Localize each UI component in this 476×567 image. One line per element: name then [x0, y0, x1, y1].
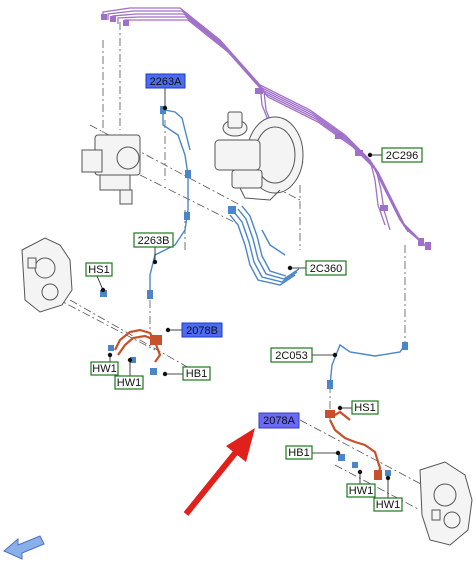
svg-text:HW1: HW1: [376, 499, 400, 511]
svg-text:HS1: HS1: [88, 264, 109, 276]
svg-text:HW1: HW1: [349, 485, 373, 497]
svg-text:2078A: 2078A: [263, 415, 295, 427]
callout-hw1-right-a[interactable]: HW1: [346, 483, 376, 498]
svg-text:2263A: 2263A: [150, 76, 182, 88]
callout-2263A[interactable]: 2263A: [145, 73, 186, 89]
callout-2263B[interactable]: 2263B: [133, 232, 174, 248]
right-caliper: [419, 461, 473, 546]
svg-text:2263B: 2263B: [138, 235, 170, 247]
purple-fittings: [101, 14, 431, 250]
blue-fittings: [100, 106, 408, 476]
callout-hb1-right[interactable]: HB1: [285, 445, 313, 460]
svg-text:2C296: 2C296: [386, 150, 418, 162]
left-caliper: [21, 237, 73, 313]
svg-text:2C360: 2C360: [310, 263, 342, 275]
callout-hs1-right[interactable]: HS1: [351, 400, 379, 415]
svg-text:HB1: HB1: [186, 368, 207, 380]
callout-2078B[interactable]: 2078B: [181, 322, 223, 338]
left-arrow-icon[interactable]: [3, 535, 45, 560]
callout-hw1-right-b[interactable]: HW1: [373, 497, 403, 512]
svg-text:2078B: 2078B: [186, 325, 218, 337]
callout-hw1-left-a[interactable]: HW1: [90, 361, 119, 376]
svg-text:HW1: HW1: [92, 363, 116, 375]
callout-2C360[interactable]: 2C360: [305, 260, 347, 276]
svg-text:HW1: HW1: [117, 377, 141, 389]
svg-text:HS1: HS1: [354, 402, 375, 414]
callout-hw1-left-b[interactable]: HW1: [114, 375, 144, 390]
callout-hs1-left[interactable]: HS1: [85, 262, 113, 277]
svg-text:2C053: 2C053: [275, 350, 307, 362]
callout-2C053[interactable]: 2C053: [270, 347, 313, 363]
master-cylinder-booster: [214, 111, 304, 201]
abs-module: [81, 134, 141, 205]
callout-2C296[interactable]: 2C296: [381, 147, 423, 163]
red-hoses: [114, 328, 382, 479]
callout-2078A[interactable]: 2078A: [258, 412, 300, 429]
red-pointer-arrow-icon: [183, 428, 255, 516]
red-hose-fittings: [150, 335, 382, 480]
svg-text:HB1: HB1: [288, 447, 309, 459]
callout-leaders: [96, 88, 391, 498]
callout-hb1-left[interactable]: HB1: [182, 366, 211, 381]
